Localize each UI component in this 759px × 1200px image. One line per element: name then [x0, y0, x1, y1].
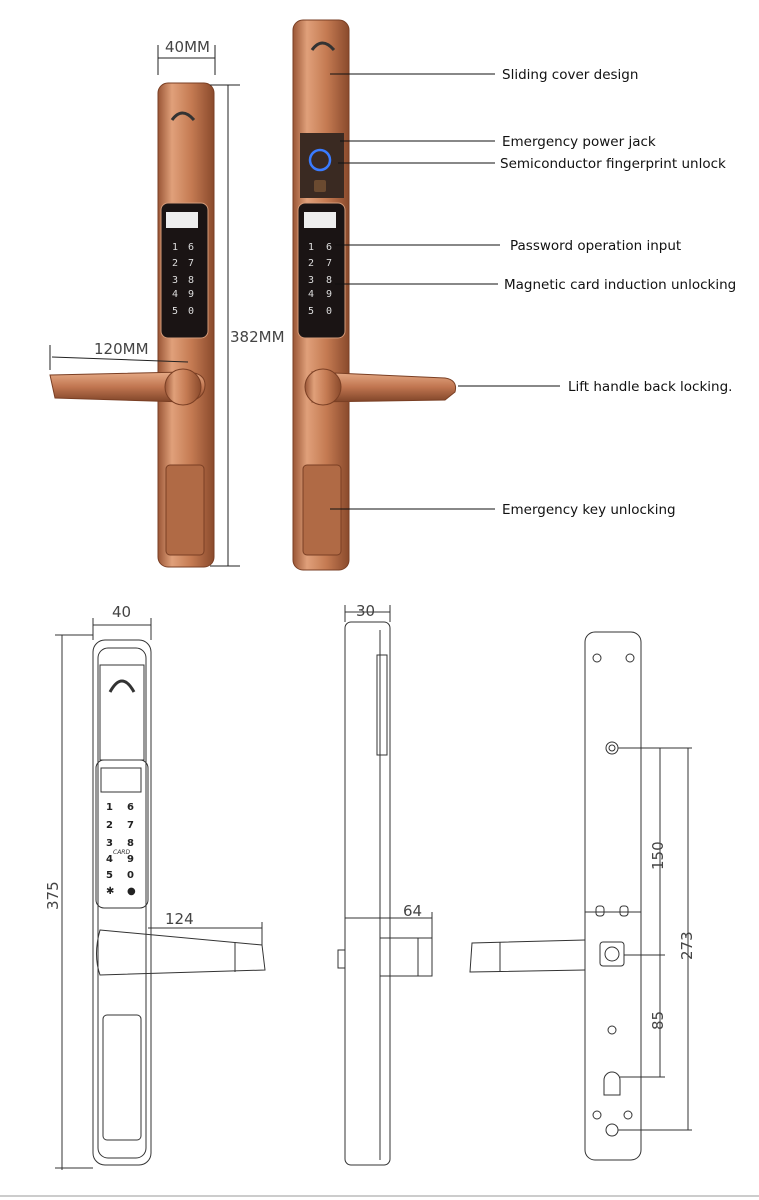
drawing-back: [469, 631, 692, 1161]
dimension-side-handle: 64: [403, 902, 422, 920]
keypad-drawing: 1 2 3 4 5 6 7 8 9 0 CARD ✱ ●: [106, 802, 136, 897]
fingerprint-icon: [310, 41, 336, 52]
svg-text:6: 6: [127, 802, 134, 813]
svg-text:7: 7: [326, 258, 332, 269]
svg-text:1: 1: [308, 242, 314, 253]
keypad-right-photo: 1 2 3 4 5 6 7 8 9 0: [308, 242, 332, 317]
dimension-front-handle: 124: [165, 910, 194, 928]
svg-text:2: 2: [106, 820, 113, 831]
fingerprint-sensor-icon: [308, 148, 332, 172]
svg-text:9: 9: [127, 854, 134, 865]
callout-sliding-cover: Sliding cover design: [502, 67, 638, 83]
drawing-side: [337, 605, 433, 1166]
svg-text:0: 0: [326, 306, 332, 317]
fingerprint-icon: [170, 111, 196, 122]
svg-text:5: 5: [106, 870, 113, 881]
svg-text:7: 7: [188, 258, 194, 269]
keypad-panel: [160, 202, 209, 339]
dimension-handle-photo: 120MM: [94, 340, 149, 358]
svg-text:9: 9: [326, 289, 332, 300]
svg-text:CARD: CARD: [113, 849, 130, 856]
dimension-height-photo: 382MM: [230, 328, 285, 346]
svg-text:2: 2: [172, 258, 178, 269]
svg-text:4: 4: [172, 289, 178, 300]
svg-text:0: 0: [127, 870, 134, 881]
callout-emergency-key: Emergency key unlocking: [502, 502, 676, 518]
svg-text:6: 6: [326, 242, 332, 253]
svg-text:4: 4: [106, 854, 113, 865]
svg-text:1: 1: [172, 242, 178, 253]
svg-text:8: 8: [188, 275, 194, 286]
svg-text:✱: ✱: [106, 886, 114, 897]
dimension-width-photo: 40MM: [165, 38, 210, 56]
lock-photo-front: 1 2 3 4 5 6 7 8 9 0: [49, 82, 215, 568]
svg-text:3: 3: [172, 275, 178, 286]
callout-fingerprint: Semiconductor fingerprint unlock: [500, 156, 726, 172]
svg-text:6: 6: [188, 242, 194, 253]
dimension-front-width: 40: [112, 603, 131, 621]
dimension-back-total: 273: [678, 931, 696, 960]
drawing-front: [55, 618, 266, 1170]
svg-text:3: 3: [106, 838, 113, 849]
svg-text:8: 8: [326, 275, 332, 286]
svg-text:9: 9: [188, 289, 194, 300]
svg-text:5: 5: [172, 306, 178, 317]
svg-text:4: 4: [308, 289, 314, 300]
svg-text:●: ●: [127, 886, 136, 897]
svg-text:2: 2: [308, 258, 314, 269]
callout-power-jack: Emergency power jack: [502, 134, 656, 150]
dimension-front-height: 375: [44, 881, 62, 910]
svg-text:3: 3: [308, 275, 314, 286]
svg-text:1: 1: [106, 802, 113, 813]
svg-text:0: 0: [188, 306, 194, 317]
callout-card: Magnetic card induction unlocking: [504, 277, 736, 293]
callout-lines: [330, 73, 560, 510]
photo-dimensions: [49, 45, 240, 567]
dimension-side-depth: 30: [356, 602, 375, 620]
callout-password: Password operation input: [510, 238, 681, 254]
svg-text:8: 8: [127, 838, 134, 849]
dimension-back-upper: 150: [649, 841, 667, 870]
keypad-left-photo: 1 2 3 4 5 6 7 8 9 0: [172, 242, 194, 317]
lock-photo-side: 1 2 3 4 5 6 7 8 9 0: [292, 19, 456, 571]
dimension-back-lower: 85: [649, 1011, 667, 1030]
svg-text:5: 5: [308, 306, 314, 317]
callout-lift-handle: Lift handle back locking.: [568, 379, 732, 395]
svg-text:7: 7: [127, 820, 134, 831]
